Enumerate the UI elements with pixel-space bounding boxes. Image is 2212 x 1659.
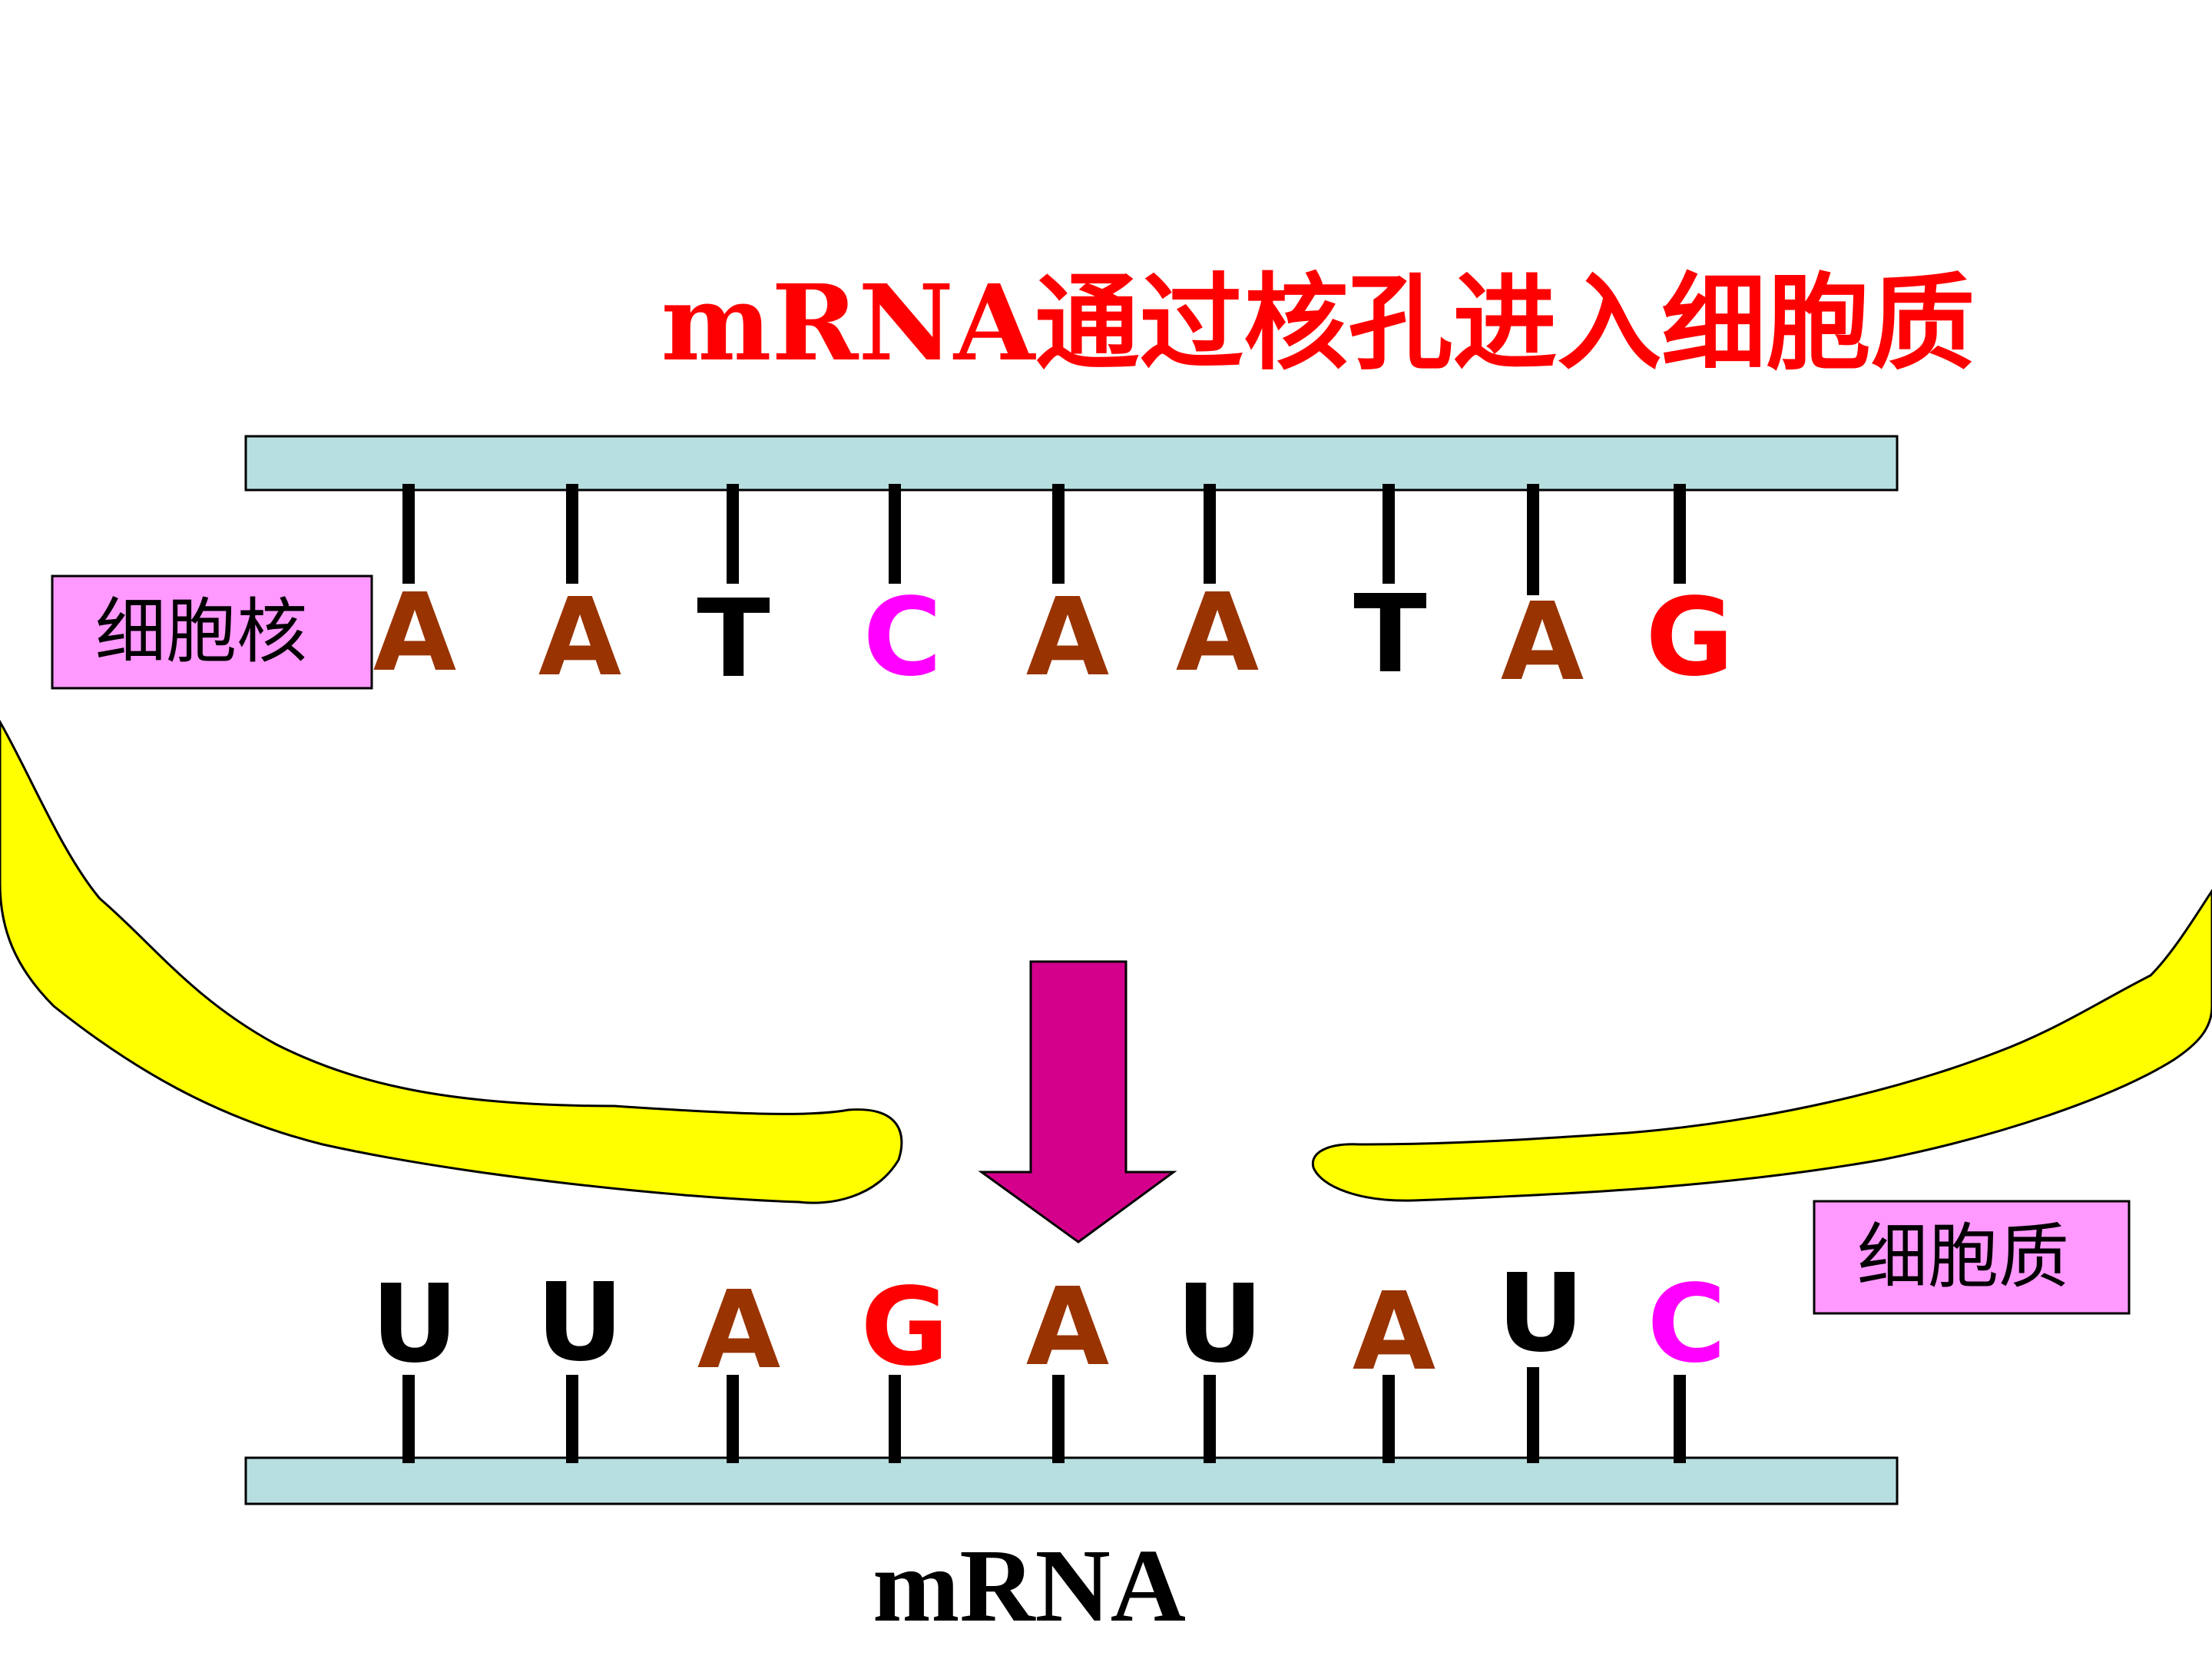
top-base-4: C [863,575,942,700]
nucleus-label: 细胞核 [51,575,373,690]
top-base-3: T [697,577,770,702]
diagram-title: mRNA通过核孔进入细胞质 [661,262,1975,385]
top-base-2: A [538,575,621,700]
nuclear-membrane-right [1311,889,2212,1202]
mrna-strand [244,1456,1899,1505]
nucleus-label-text: 细胞核 [95,591,307,673]
bottom-base-1: U [371,1262,459,1387]
top-base-6: A [1176,571,1259,696]
bottom-base-4: G [861,1265,949,1390]
cytoplasm-label-box [1813,1200,2131,1315]
cytoplasm-label: 细胞质 [1813,1200,2131,1315]
bottom-base-2: U [536,1260,624,1386]
top-base-7: T [1353,572,1427,697]
nucleus-label-box [51,575,373,690]
bottom-base-6: U [1176,1262,1263,1387]
top-strand [244,435,1899,492]
bottom-base-7: A [1353,1270,1435,1395]
cytoplasm-label-text: 细胞质 [1857,1216,2069,1298]
top-base-8: A [1501,580,1584,705]
top-base-9: G [1646,575,1734,700]
nuclear-membrane-left [0,719,903,1204]
top-base-1: A [373,571,456,696]
bottom-base-5: A [1026,1265,1109,1390]
top-base-5: A [1026,575,1109,700]
bottom-base-9: C [1647,1262,1727,1387]
bottom-base-3: A [697,1268,780,1393]
mrna-label: mRNA [873,1528,1186,1644]
bottom-base-8: U [1497,1251,1584,1376]
down-arrow [978,960,1177,1243]
